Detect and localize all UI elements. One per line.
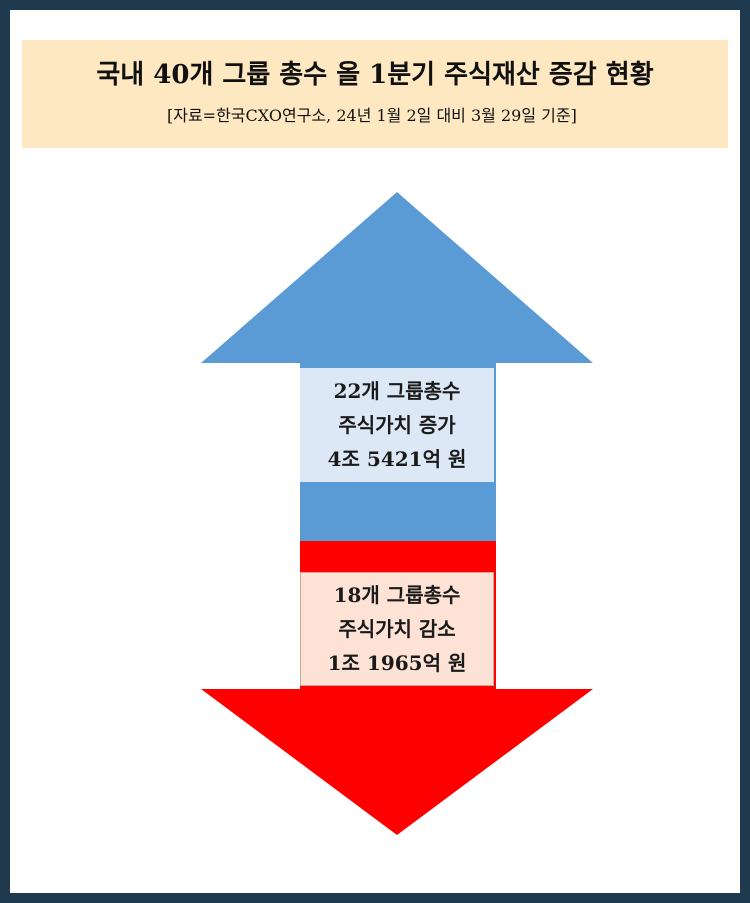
source-note: [자료=한국CXO연구소, 24년 1월 2일 대비 3월 29일 기준] [167,106,577,125]
increase-amount: 4조 5421억 원 [327,447,467,471]
decrease-desc: 주식가치 감소 [338,617,456,641]
decrease-amount: 1조 1965억 원 [327,651,467,675]
decrease-label-box: 18개 그룹총수 주식가치 감소 1조 1965억 원 [300,572,494,686]
increase-label-box: 22개 그룹총수 주식가치 증가 4조 5421억 원 [300,368,494,482]
increase-desc: 주식가치 증가 [338,413,456,437]
decrease-arrow [201,541,593,835]
increase-count: 22개 그룹총수 [333,379,461,403]
title-banner: 국내 40개 그룹 총수 올 1분기 주식재산 증감 현황 [자료=한국CXO연… [22,40,728,148]
increase-arrow [201,192,593,541]
page-title: 국내 40개 그룹 총수 올 1분기 주식재산 증감 현황 [96,60,654,90]
decrease-count: 18개 그룹총수 [333,583,461,607]
